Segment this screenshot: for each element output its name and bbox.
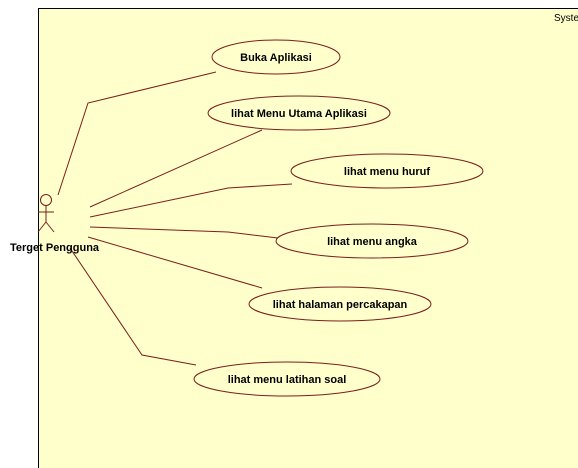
use-case-lihat-menu-huruf[interactable]: lihat menu huruf <box>290 153 484 189</box>
association-lihat-halaman-percakapan <box>87 236 263 289</box>
actor-label: Terget Pengguna <box>10 242 100 254</box>
use-case-ellipse <box>248 286 432 322</box>
use-case-lihat-menu-angka[interactable]: lihat menu angka <box>275 223 469 259</box>
use-case-ellipse <box>290 153 484 189</box>
use-case-lihat-halaman-percakapan[interactable]: lihat halaman percakapan <box>248 286 432 322</box>
use-case-lihat-menu-utama[interactable]: lihat Menu Utama Aplikasi <box>207 95 391 131</box>
use-case-label: Buka Aplikasi <box>240 52 312 64</box>
use-case-lihat-menu-latihan-soal[interactable]: lihat menu latihan soal <box>193 361 381 397</box>
use-case-ellipse <box>211 39 341 75</box>
use-case-label: lihat menu latihan soal <box>228 374 347 386</box>
use-case-ellipse <box>193 361 381 397</box>
association-lihat-menu-angka <box>89 226 279 239</box>
association-lihat-menu-utama <box>89 129 263 208</box>
actor-left-leg <box>37 221 47 233</box>
actor-right-leg <box>45 221 55 233</box>
use-case-ellipse <box>207 95 391 131</box>
associations <box>57 71 293 366</box>
use-case-label: lihat menu huruf <box>344 166 431 178</box>
association-lihat-menu-latihan-soal <box>69 247 197 366</box>
use-case-buka-aplikasi[interactable]: Buka Aplikasi <box>211 39 341 75</box>
association-lihat-menu-huruf <box>89 183 293 218</box>
use-case-label: lihat Menu Utama Aplikasi <box>231 108 367 120</box>
system-label: Syste <box>554 13 578 24</box>
association-buka-aplikasi <box>57 71 217 196</box>
actor[interactable] <box>37 194 55 233</box>
use-case-ellipse <box>275 223 469 259</box>
use-case-label: lihat halaman percakapan <box>273 299 408 311</box>
use-case-label: lihat menu angka <box>327 236 418 248</box>
